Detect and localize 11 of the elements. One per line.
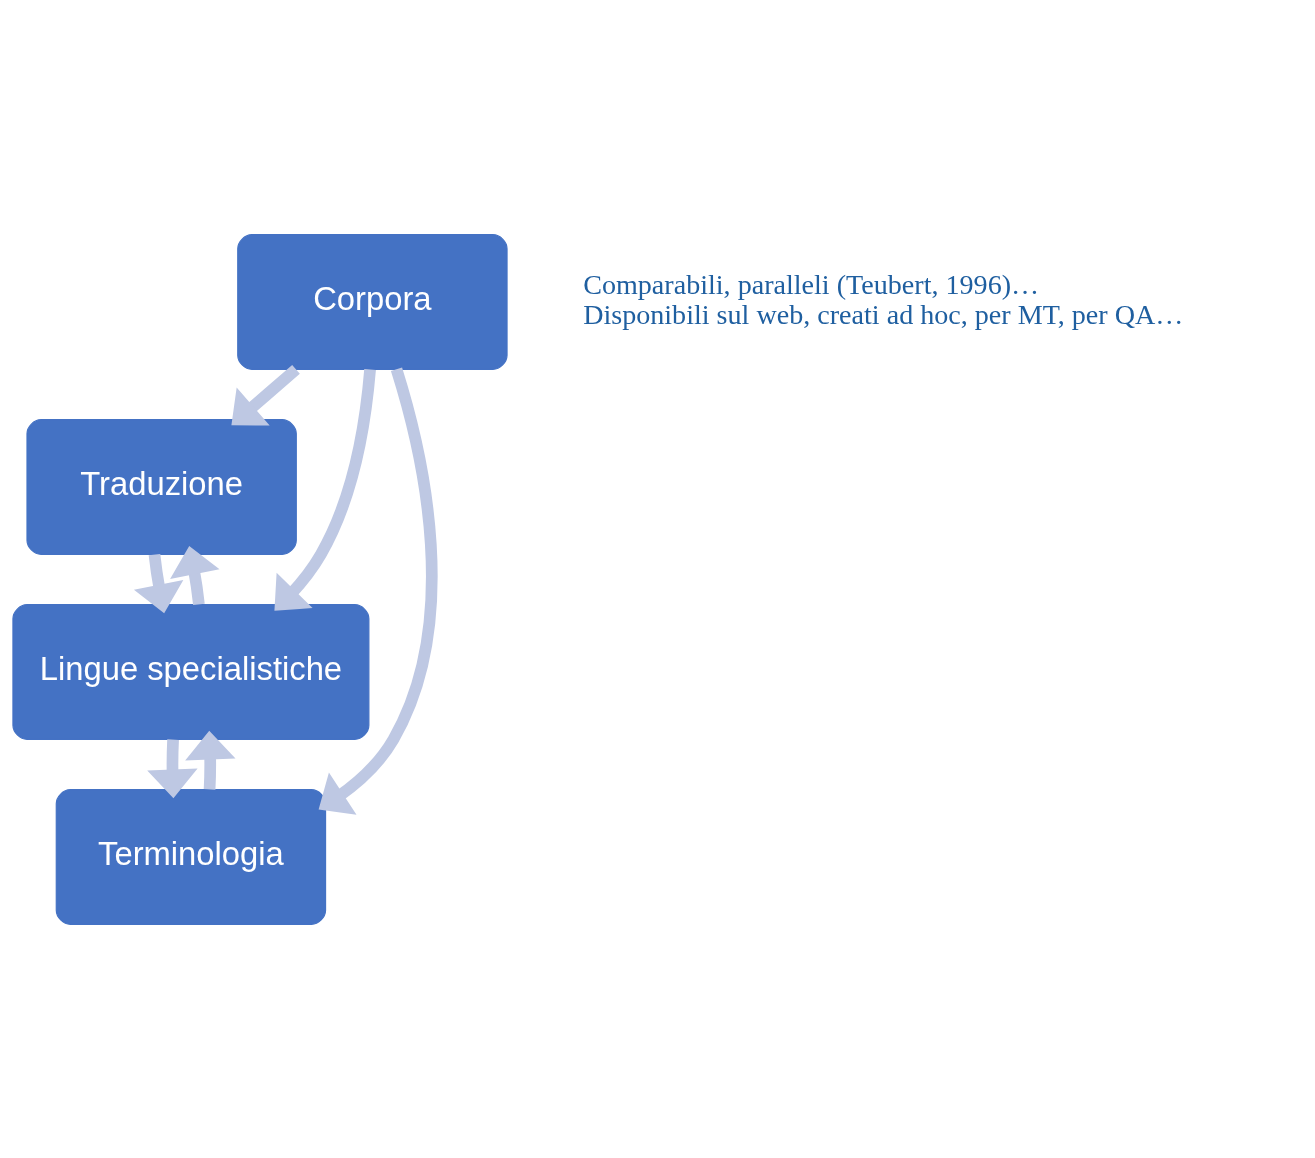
arrow [133, 553, 184, 613]
node-box: Lingue specialistiche [12, 603, 370, 740]
node-box: Terminologia [55, 788, 327, 925]
node-label: Comparabili, paralleli (Teubert, 1996)… [583, 268, 1040, 300]
node-box: Traduzione [26, 418, 297, 555]
arrow [185, 730, 236, 790]
arrow [318, 367, 438, 815]
arrow [274, 368, 376, 611]
node-box: Corpora [237, 233, 508, 370]
arrow [231, 364, 300, 426]
arrow [170, 545, 220, 605]
